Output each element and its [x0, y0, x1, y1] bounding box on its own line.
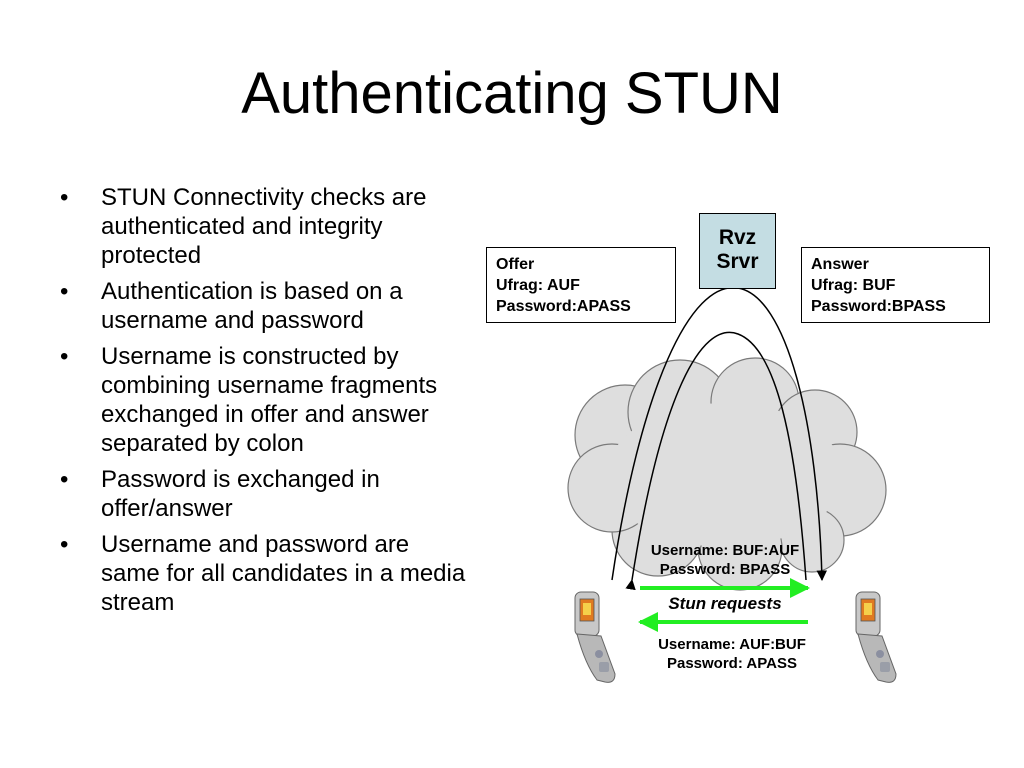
offer-box: Offer Ufrag: AUF Password:APASS — [486, 247, 676, 323]
mobile-phone-icon — [574, 591, 616, 683]
request-credentials-label: Username: BUF:AUF Password: BPASS — [650, 542, 800, 578]
answer-box: Answer Ufrag: BUF Password:BPASS — [801, 247, 990, 323]
rendezvous-server-box: Rvz Srvr — [699, 213, 776, 289]
mobile-phone-icon — [855, 591, 897, 683]
bullet-list: STUN Connectivity checks are authenticat… — [56, 183, 466, 624]
bullet-item: Username is constructed by combining use… — [56, 342, 466, 458]
cloud-icon — [567, 357, 887, 591]
bullet-item: Password is exchanged in offer/answer — [56, 465, 466, 523]
bullet-item: Username and password are same for all c… — [56, 530, 466, 617]
slide-title: Authenticating STUN — [241, 61, 783, 126]
response-credentials-label: Username: AUF:BUF Password: APASS — [658, 636, 806, 672]
bullet-item: STUN Connectivity checks are authenticat… — [56, 183, 466, 270]
rendezvous-server-label: Rvz Srvr — [716, 226, 759, 273]
bullet-item: Authentication is based on a username an… — [56, 277, 466, 335]
stun-requests-label: Stun requests — [668, 594, 782, 613]
